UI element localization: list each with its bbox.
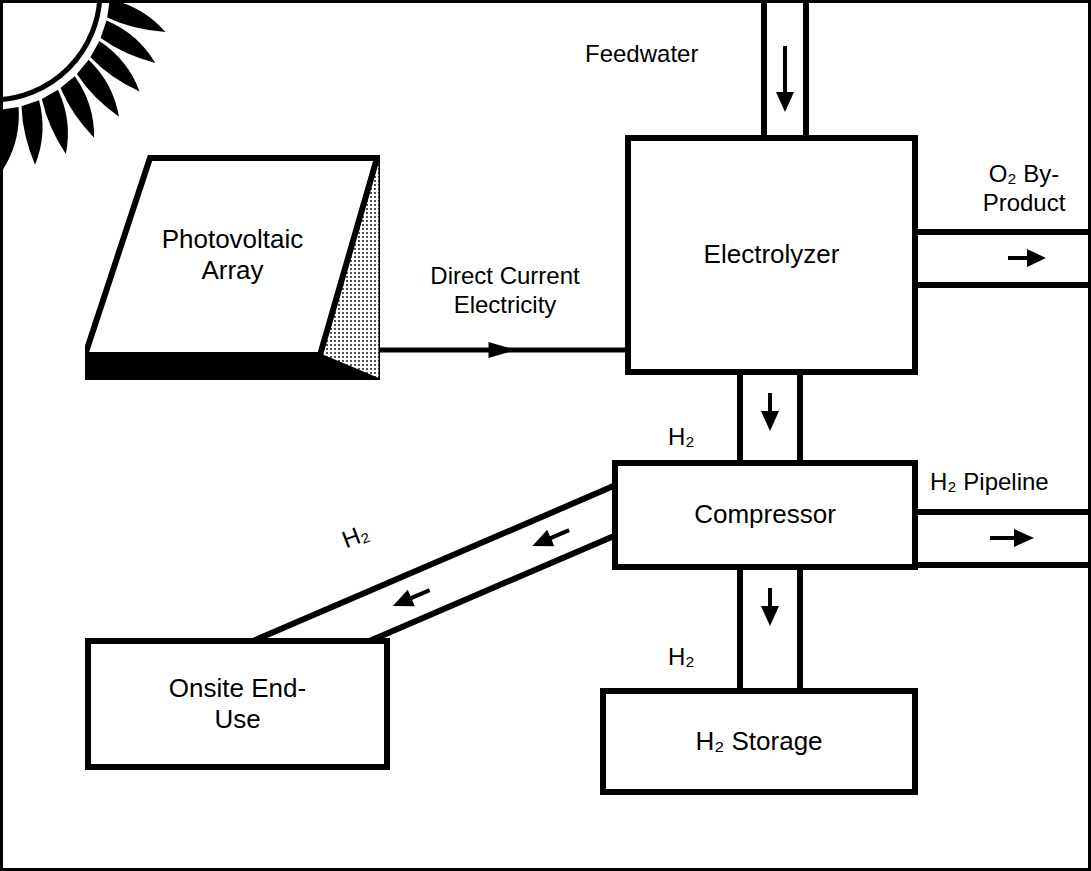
- connector-label: H₂: [668, 643, 695, 672]
- node-label: Electrolyzer: [704, 239, 840, 270]
- pipe-wall: [915, 282, 1091, 288]
- end-use-box: Onsite End-Use: [85, 638, 390, 770]
- node-label: Compressor: [694, 499, 836, 530]
- pipe-wall: [737, 367, 803, 468]
- sun-ray: [42, 90, 68, 154]
- flow-arrow-head: [393, 590, 415, 607]
- pipe-wall: [915, 562, 1091, 568]
- flow-label: O₂ By-Product: [962, 160, 1086, 218]
- node-label: Photovoltaic Array: [145, 224, 320, 286]
- pipe-wall: [803, 0, 809, 138]
- hydrogen-pipe: [761, 562, 779, 696]
- pv-panel-base: [85, 355, 380, 380]
- photovoltaic-array: Photovoltaic Array: [85, 155, 380, 380]
- label-anchor: O₂ By-Product: [962, 160, 1086, 218]
- label-anchor: Direct Current Electricity: [400, 262, 610, 320]
- storage-box: H₂ Storage: [600, 688, 918, 795]
- flow-arrow-head: [532, 530, 554, 547]
- arrow-head: [489, 342, 517, 358]
- flow-arrow-head: [1027, 249, 1046, 267]
- pipe-wall: [761, 0, 767, 138]
- flow-arrow: [783, 46, 787, 96]
- process-box: Electrolyzer: [625, 135, 918, 375]
- pipe-bore: [743, 562, 797, 696]
- pipe-wall: [915, 509, 1091, 515]
- sun-ray: [22, 100, 43, 164]
- flow-arrow-head: [761, 411, 779, 431]
- label-anchor: H₂: [338, 518, 373, 554]
- label-anchor: Feedwater: [585, 40, 698, 69]
- sun-symbol: [0, 0, 165, 170]
- label-anchor: H₂: [668, 423, 695, 452]
- sun-ray: [0, 107, 19, 170]
- hydrogen-pipeline: [915, 512, 1091, 565]
- flow-arrow: [1008, 256, 1030, 260]
- process-box: Compressor: [612, 460, 918, 570]
- pipe-bore: [743, 367, 797, 468]
- pipe-wall: [737, 562, 803, 696]
- flow-label: H₂ Pipeline: [930, 468, 1049, 497]
- connector-label: Direct Current Electricity: [400, 262, 610, 320]
- oxygen-pipe: [915, 232, 1091, 285]
- flow-arrow-head: [1014, 529, 1034, 547]
- feedwater-pipe: [764, 0, 806, 138]
- label-anchor: H₂ Pipeline: [930, 468, 1049, 497]
- connector-label: H₂: [338, 518, 373, 554]
- dc-wire: [380, 342, 625, 358]
- label-anchor: H₂: [668, 643, 695, 672]
- pv-panel-face: [85, 158, 377, 355]
- hydrogen-pipe: [761, 367, 779, 468]
- flow-arrow-head: [761, 606, 779, 626]
- connector-label: H₂: [668, 423, 695, 452]
- node-label: Onsite End-Use: [158, 673, 318, 735]
- pipe-wall: [915, 229, 1091, 235]
- node-label: H₂ Storage: [695, 726, 822, 757]
- flow-arrow: [990, 536, 1016, 540]
- flow-arrow-head: [776, 92, 794, 112]
- flow-label: Feedwater: [585, 40, 698, 69]
